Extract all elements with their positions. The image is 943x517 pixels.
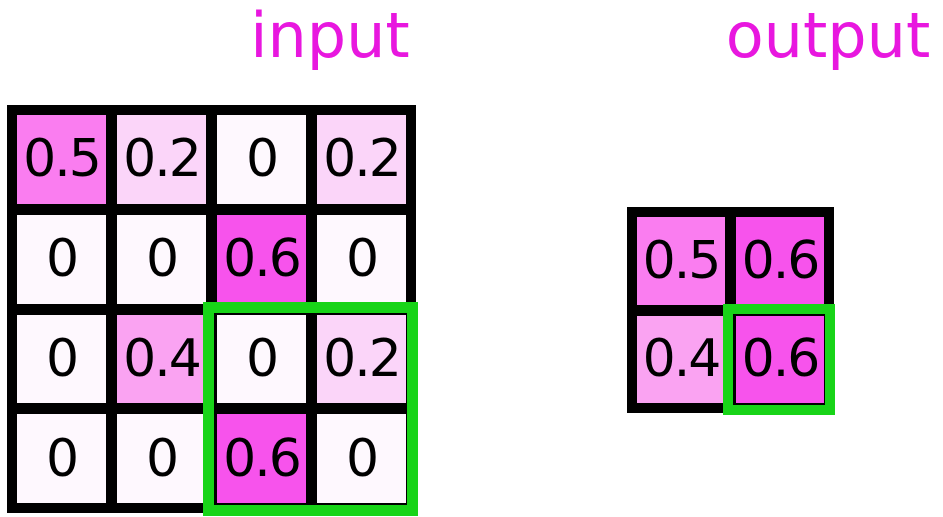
input-cell-r0-c2: 0 xyxy=(217,115,306,204)
output-title: output xyxy=(725,0,931,72)
input-cell-r1-c1: 0 xyxy=(117,214,206,304)
input-cell-r2-c3: 0.2 xyxy=(317,314,406,404)
input-cell-r3-c3: 0 xyxy=(317,414,406,503)
input-cell-r0-c3: 0.2 xyxy=(317,115,406,204)
input-cell-r1-c3: 0 xyxy=(317,214,406,304)
input-cell-r3-c1: 0 xyxy=(117,414,206,503)
input-cell-r0-c1: 0.2 xyxy=(117,115,206,204)
input-cell-r2-c0: 0 xyxy=(17,314,106,404)
input-cell-r3-c2: 0.6 xyxy=(217,414,306,503)
input-cell-r0-c0: 0.5 xyxy=(17,115,106,204)
input-cell-r3-c0: 0 xyxy=(17,414,106,503)
output-cell-r0-c0: 0.5 xyxy=(637,217,725,305)
input-cell-r2-c2: 0 xyxy=(217,314,306,404)
output-cell-r0-c1: 0.6 xyxy=(736,217,824,305)
input-title: input xyxy=(250,0,410,72)
output-cell-r1-c0: 0.4 xyxy=(637,315,725,403)
input-cell-r1-c0: 0 xyxy=(17,214,106,304)
input-cell-r1-c2: 0.6 xyxy=(217,214,306,304)
output-cell-r1-c1: 0.6 xyxy=(736,315,824,403)
input-cell-r2-c1: 0.4 xyxy=(117,314,206,404)
